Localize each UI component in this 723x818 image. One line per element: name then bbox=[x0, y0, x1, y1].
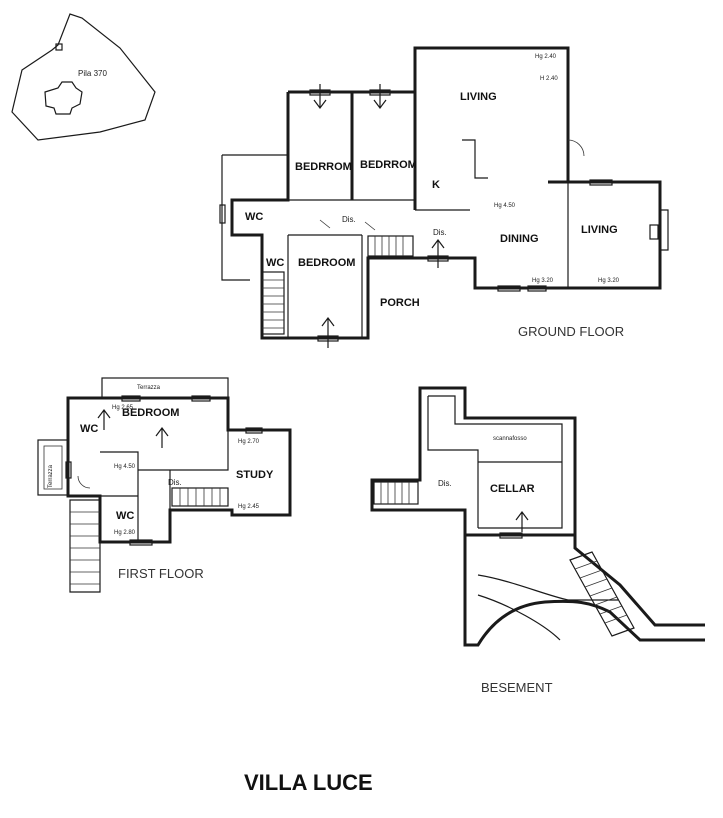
gf-window-4 bbox=[497, 285, 521, 292]
gf-room-wc2: WC bbox=[266, 257, 284, 269]
ff-inner-stair bbox=[171, 487, 229, 507]
gf-fireplace bbox=[660, 209, 669, 251]
plan-title: VILLA LUCE bbox=[244, 770, 373, 795]
ff-room-dis: Dis. bbox=[168, 478, 182, 487]
bs-window-1 bbox=[499, 532, 523, 539]
ground-floor-plan: BEDRROM BEDRROM LIVING K WC Dis. WC BEDR… bbox=[219, 46, 669, 348]
gf-window-8 bbox=[219, 204, 226, 224]
ff-height-1: Hg 2.65 bbox=[112, 405, 134, 411]
gf-kitchen-counter bbox=[462, 139, 488, 179]
gf-floor-label: GROUND FLOOR bbox=[518, 324, 624, 339]
ff-window-2 bbox=[191, 395, 211, 402]
gf-room-porch: PORCH bbox=[380, 297, 420, 309]
bs-ramp-curve-2 bbox=[477, 594, 561, 641]
gf-height-4: Hg 3.20 bbox=[532, 278, 554, 284]
bs-lower-wall bbox=[463, 535, 705, 647]
ff-door-swing bbox=[77, 475, 91, 489]
bs-stair bbox=[373, 481, 419, 505]
ff-room-bedroom: BEDROOM bbox=[122, 407, 179, 419]
gf-window-3 bbox=[589, 179, 613, 186]
bs-inner-wall bbox=[428, 395, 563, 529]
bs-ramp-curve-1 bbox=[477, 574, 618, 601]
ff-height-3: Hg 4.50 bbox=[114, 464, 136, 470]
ff-dis-walls bbox=[137, 470, 171, 542]
bs-room-dis: Dis. bbox=[438, 479, 452, 488]
gf-arrow-2 bbox=[373, 84, 387, 109]
gf-left-annex bbox=[221, 154, 288, 281]
gf-dining-wall bbox=[462, 180, 662, 290]
gf-room-bedroom1: BEDRROM bbox=[295, 161, 352, 173]
gf-room-living2: LIVING bbox=[581, 224, 618, 236]
site-boundary bbox=[11, 13, 156, 141]
basement-plan: scannafosso Dis. CELLAR BESEMENT bbox=[370, 386, 705, 695]
ff-arrow-1 bbox=[155, 427, 169, 448]
gf-window-5 bbox=[527, 285, 547, 292]
gf-arrow-3 bbox=[321, 317, 335, 348]
site-marker bbox=[55, 43, 63, 51]
ff-floor-label: FIRST FLOOR bbox=[118, 566, 204, 581]
first-floor-plan: Terrazza Terrazza BEDROOM WC STUDY Dis. … bbox=[37, 377, 292, 593]
ff-height-4: Hg 2.45 bbox=[238, 504, 260, 510]
bs-ramp-stair bbox=[569, 551, 635, 637]
ff-room-wc1: WC bbox=[80, 423, 98, 435]
gf-height-3: Hg 4.50 bbox=[494, 203, 516, 209]
gf-room-wc1: WC bbox=[245, 211, 263, 223]
gf-room-living1: LIVING bbox=[460, 91, 497, 103]
gf-door-swing bbox=[567, 139, 585, 157]
gf-room-dining: DINING bbox=[500, 233, 539, 245]
gf-west-wall bbox=[230, 92, 462, 340]
bs-label-scannafosso: scannafosso bbox=[493, 436, 527, 442]
gf-room-kitchen: K bbox=[432, 179, 440, 191]
gf-fireplace-hearth bbox=[649, 224, 659, 240]
gf-stair2 bbox=[367, 235, 414, 257]
gf-room-dis1: Dis. bbox=[342, 215, 356, 224]
ff-room-study: STUDY bbox=[236, 469, 274, 481]
site-building-outline bbox=[44, 81, 83, 115]
ff-window-1 bbox=[121, 395, 141, 402]
gf-door-swings bbox=[319, 219, 376, 231]
gf-room-dis2: Dis. bbox=[433, 228, 447, 237]
site-plan: Pila 370 bbox=[11, 13, 156, 141]
ff-terrace-top bbox=[101, 377, 229, 399]
ff-window-3 bbox=[245, 427, 263, 434]
ff-terrace-side bbox=[37, 439, 69, 496]
bs-floor-label: BESEMENT bbox=[481, 680, 553, 695]
bs-ramp-outer bbox=[573, 535, 705, 627]
site-label: Pila 370 bbox=[78, 69, 107, 78]
bs-room-cellar: CELLAR bbox=[490, 483, 535, 495]
bs-dis-wall bbox=[427, 396, 479, 528]
gf-arrow-4 bbox=[431, 239, 445, 268]
bs-arrow bbox=[515, 511, 529, 532]
ff-bedroom-south bbox=[138, 430, 229, 471]
ff-wc1-walls bbox=[100, 451, 139, 497]
ff-window-5 bbox=[65, 461, 72, 479]
ff-label-terrace-top: Terrazza bbox=[137, 385, 161, 391]
ff-room-wc2: WC bbox=[116, 510, 134, 522]
gf-height-2: H 2.40 bbox=[540, 76, 558, 82]
ff-stair bbox=[69, 499, 101, 593]
gf-stair bbox=[261, 271, 285, 335]
gf-arrow-1 bbox=[313, 84, 327, 109]
gf-living-wall bbox=[413, 46, 570, 210]
ff-terrace-side-inner bbox=[43, 445, 63, 490]
gf-room-bedroom2: BEDRROM bbox=[360, 159, 417, 171]
ff-window-4 bbox=[129, 539, 153, 546]
gf-height-1: Hg 2.40 bbox=[535, 54, 557, 60]
ff-height-2: Hg 2.70 bbox=[238, 439, 260, 445]
ff-arrow-2 bbox=[97, 409, 111, 430]
ff-label-terrace-side: Terrazza bbox=[48, 464, 54, 488]
ff-height-5: Hg 2.80 bbox=[114, 530, 136, 536]
gf-height-5: Hg 3.20 bbox=[598, 278, 620, 284]
gf-room-bedroom3: BEDROOM bbox=[298, 257, 355, 269]
